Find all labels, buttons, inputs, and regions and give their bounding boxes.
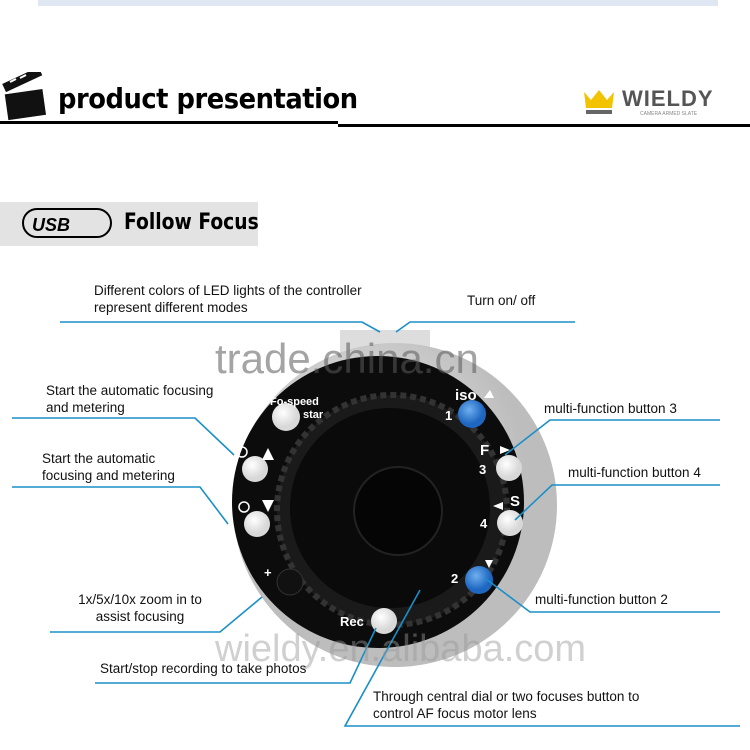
watermark-bottom: wieldy.en.alibaba.com bbox=[215, 628, 587, 670]
callout-mf3: multi-function button 3 bbox=[544, 401, 677, 416]
top-divider bbox=[38, 0, 718, 6]
btn3-label: 3 bbox=[479, 462, 486, 477]
button-3-led bbox=[496, 455, 522, 481]
callout-mf2: multi-function button 2 bbox=[535, 592, 668, 607]
callout-auto1: Start the automatic focusing and meterin… bbox=[46, 383, 214, 415]
page-title: product presentation bbox=[58, 82, 358, 115]
btn4-label: 4 bbox=[480, 516, 488, 531]
star-label: star bbox=[303, 409, 324, 421]
iso-label: iso bbox=[455, 387, 477, 404]
callout-mf4: multi-function button 4 bbox=[568, 465, 701, 480]
callout-dial: Through central dial or two focuses butt… bbox=[373, 689, 640, 721]
button-4-led bbox=[497, 510, 523, 536]
btn2-label: 2 bbox=[451, 571, 458, 586]
callout-record: Start/stop recording to take photos bbox=[100, 661, 307, 676]
usb-badge: USB bbox=[22, 208, 112, 238]
crown-logo-icon bbox=[584, 90, 614, 114]
callout-zoom: 1x/5x/10x zoom in to assist focusing bbox=[78, 592, 202, 624]
callout-auto2: Start the automatic focusing and meterin… bbox=[42, 451, 175, 483]
header-rule bbox=[338, 124, 750, 127]
focus-up-led bbox=[242, 456, 268, 482]
center-button bbox=[353, 466, 443, 556]
focus-down-led bbox=[244, 511, 270, 537]
btn1-label: 1 bbox=[445, 408, 452, 423]
s-label: S bbox=[510, 493, 520, 510]
clapperboard-icon bbox=[2, 72, 47, 121]
zoom-button bbox=[276, 568, 304, 596]
fo-speed-led bbox=[272, 403, 300, 431]
button-2-blue-led bbox=[465, 566, 493, 594]
plus-label: + bbox=[264, 565, 272, 580]
brand-logo: WIELDY bbox=[622, 86, 714, 111]
title-underline bbox=[0, 121, 338, 124]
rec-label: Rec bbox=[340, 614, 364, 629]
watermark-top: trade.china.cn bbox=[215, 335, 479, 382]
callout-power: Turn on/ off bbox=[467, 293, 536, 308]
callout-leaders bbox=[12, 321, 740, 727]
callout-led: Different colors of LED lights of the co… bbox=[94, 283, 362, 315]
fo-speed-label: Fo-speed bbox=[270, 396, 319, 408]
button-1-blue-led bbox=[458, 400, 486, 428]
f-label: F bbox=[480, 442, 489, 459]
brand-tagline: CAMERA ARMED SLATE bbox=[640, 111, 698, 117]
rec-led bbox=[371, 608, 397, 634]
section-title: Follow Focus bbox=[124, 210, 259, 235]
